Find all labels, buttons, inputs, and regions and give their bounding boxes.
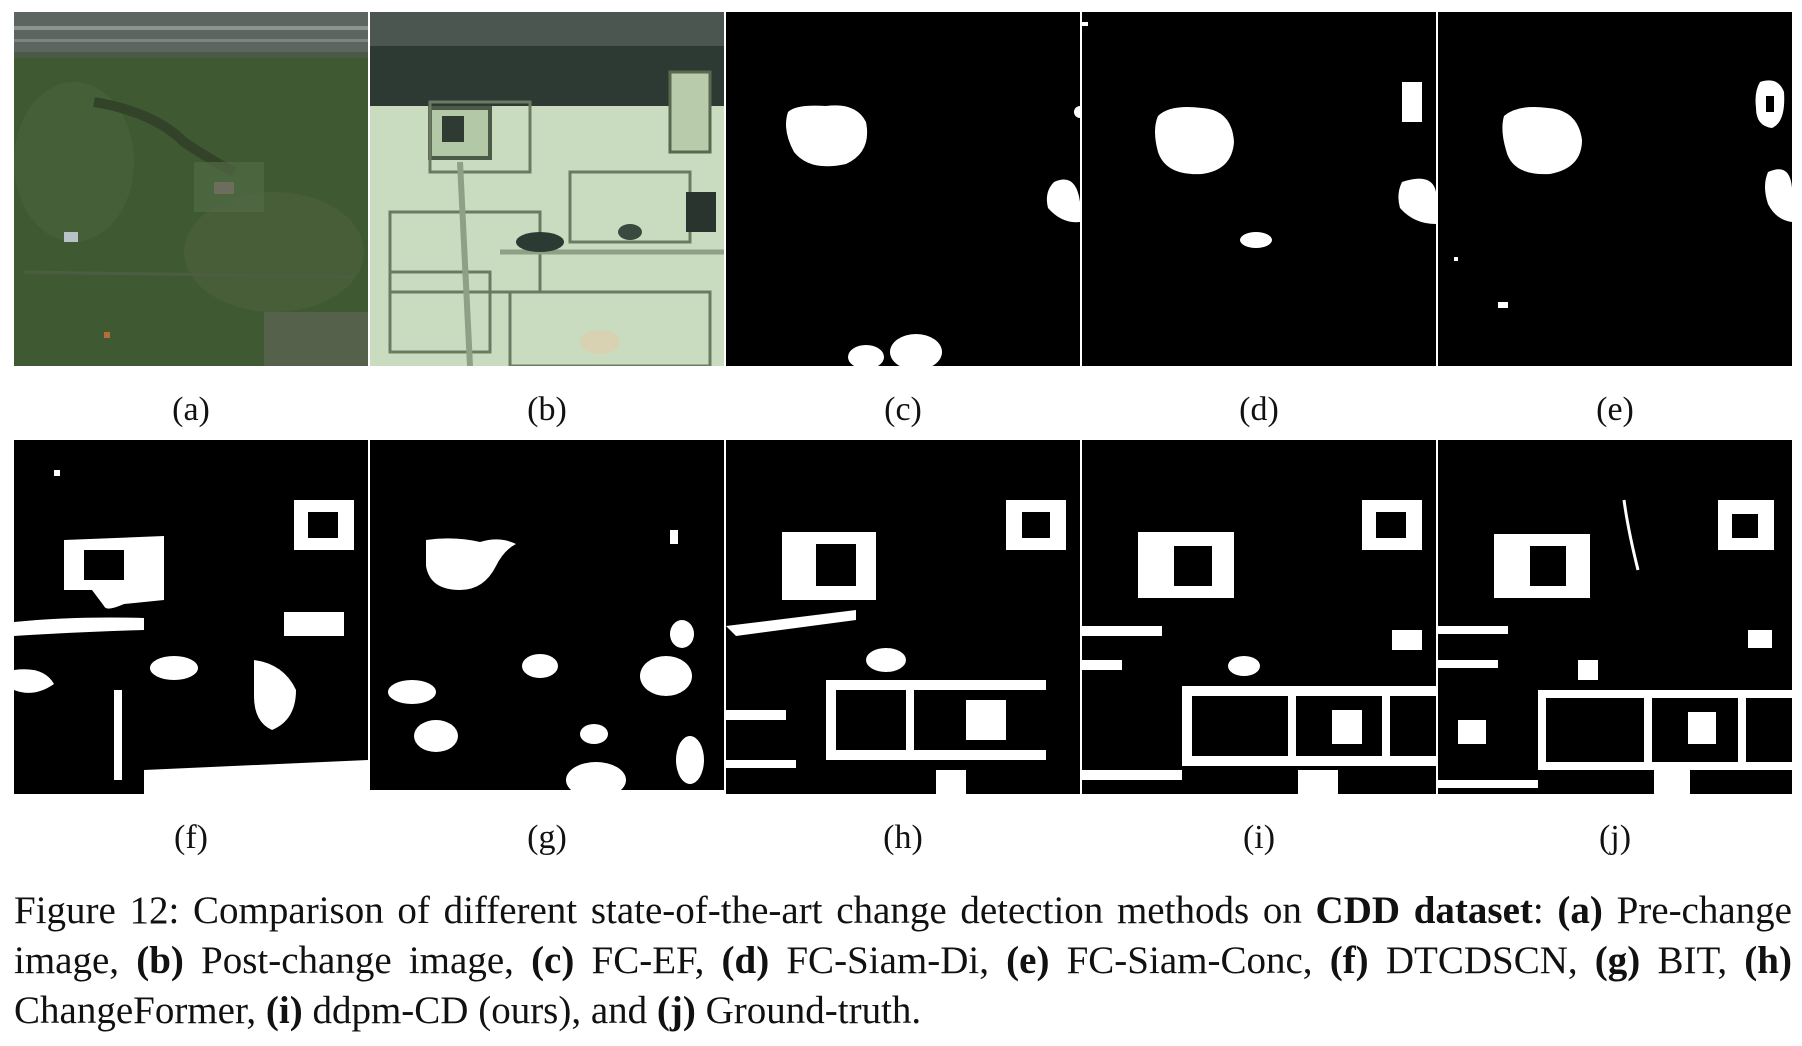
- panel-label-j: (j): [1598, 819, 1632, 856]
- caption-key-j: (j): [656, 989, 696, 1032]
- panel-d-change-map: [1082, 12, 1436, 366]
- panel-label-b: (b): [527, 391, 567, 428]
- caption-text-h: ChangeFormer,: [14, 989, 266, 1032]
- caption-key-f: (f): [1329, 939, 1369, 982]
- caption-key-a: (a): [1557, 889, 1603, 932]
- panel-j-change-map: [1438, 440, 1792, 794]
- caption-key-i: (i): [265, 989, 303, 1032]
- panel-b-post-change-image: [370, 12, 724, 366]
- caption-prefix: Figure 12: Comparison of different state…: [14, 889, 1316, 932]
- caption-text-f: DTCDSCN,: [1368, 939, 1595, 982]
- caption-text-j: Ground-truth.: [695, 989, 922, 1032]
- panel-label-f: (f): [174, 819, 208, 856]
- panel-label-e: (e): [1596, 391, 1634, 428]
- panel-e-change-map: [1438, 12, 1792, 366]
- caption-text-c: FC-EF,: [574, 939, 722, 982]
- figure-caption: Figure 12: Comparison of different state…: [14, 889, 1792, 1032]
- caption-text-d: FC-Siam-Di,: [769, 939, 1007, 982]
- caption-dataset: CDD dataset: [1315, 889, 1533, 932]
- panel-a-pre-change-image: [14, 12, 368, 366]
- caption-text-a: Pre-change image,: [14, 889, 1792, 982]
- panel-label-d: (d): [1239, 391, 1279, 428]
- caption-key-d: (d): [721, 939, 770, 982]
- panel-label-a: (a): [172, 391, 210, 428]
- panel-label-i: (i): [1242, 819, 1276, 856]
- caption-text-b: Post-change image,: [183, 939, 532, 982]
- panel-c-change-map: [726, 12, 1080, 366]
- caption-key-b: (b): [136, 939, 184, 982]
- panel-h-change-map: [726, 440, 1080, 794]
- panel-label-h: (h): [883, 819, 923, 856]
- panel-label-c: (c): [884, 391, 922, 428]
- caption-key-g: (g): [1594, 939, 1641, 982]
- panel-i-change-map: [1082, 440, 1436, 794]
- panel-f-change-map: [14, 440, 368, 794]
- caption-key-c: (c): [531, 939, 575, 982]
- caption-text-i: ddpm-CD (ours), and: [302, 989, 657, 1032]
- caption-text-g: BIT,: [1640, 939, 1745, 982]
- panel-label-g: (g): [527, 819, 567, 856]
- caption-text-e: FC-Siam-Conc,: [1049, 939, 1330, 982]
- panel-g-change-map: [370, 440, 724, 794]
- caption-key-h: (h): [1744, 939, 1792, 982]
- caption-key-e: (e): [1006, 939, 1050, 982]
